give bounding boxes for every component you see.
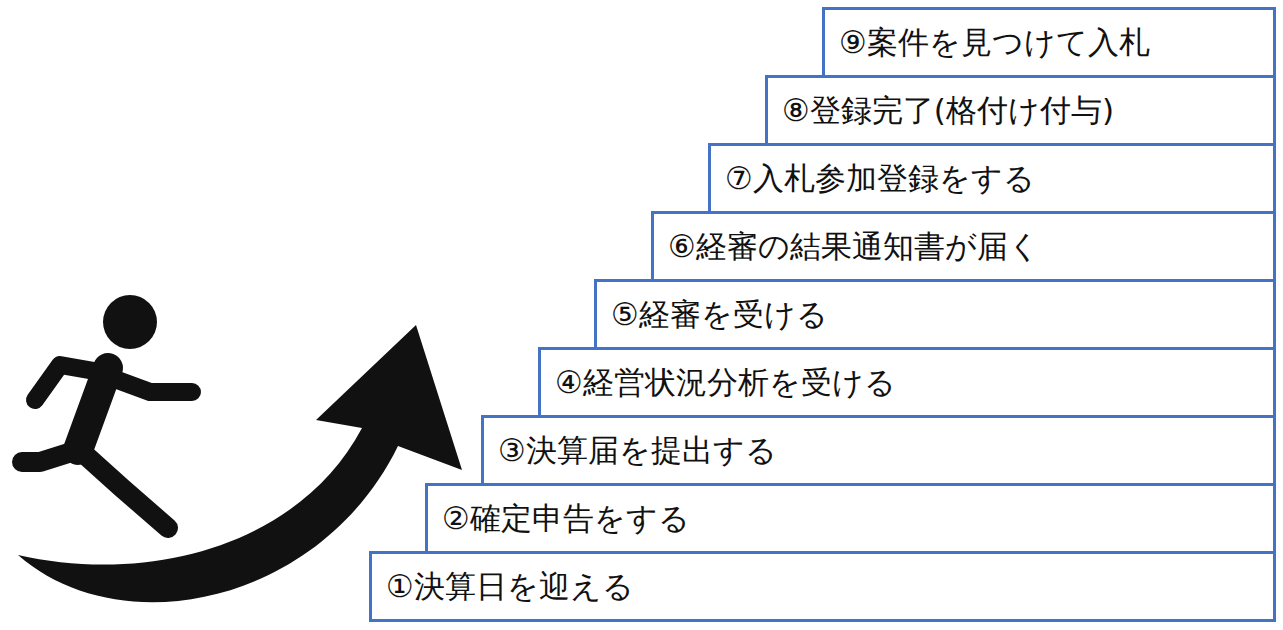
step-box: ①決算日を迎える xyxy=(369,551,1276,622)
step-box: ③決算届を提出する xyxy=(481,415,1276,486)
step-box: ⑤経審を受ける xyxy=(594,279,1276,350)
step-box: ⑧登録完了(格付け付与) xyxy=(765,75,1276,146)
step-label: ②確定申告をする xyxy=(428,501,690,535)
step-box: ⑦入札参加登録をする xyxy=(708,143,1276,214)
step-label: ⑨案件を見つけて入札 xyxy=(825,25,1150,59)
step-box: ②確定申告をする xyxy=(425,483,1276,554)
step-label: ④経営状況分析を受ける xyxy=(541,365,896,399)
running-person xyxy=(22,295,192,528)
step-label: ③決算届を提出する xyxy=(484,433,777,467)
step-box: ④経営状況分析を受ける xyxy=(538,347,1276,418)
step-label: ⑦入札参加登録をする xyxy=(711,161,1035,195)
step-label: ⑥経審の結果通知書が届く xyxy=(654,229,1040,263)
step-label: ⑧登録完了(格付け付与) xyxy=(768,93,1114,127)
step-box: ⑨案件を見つけて入札 xyxy=(822,7,1276,78)
step-label: ①決算日を迎える xyxy=(372,569,634,603)
step-label: ⑤経審を受ける xyxy=(597,297,828,331)
step-box: ⑥経審の結果通知書が届く xyxy=(651,211,1276,282)
